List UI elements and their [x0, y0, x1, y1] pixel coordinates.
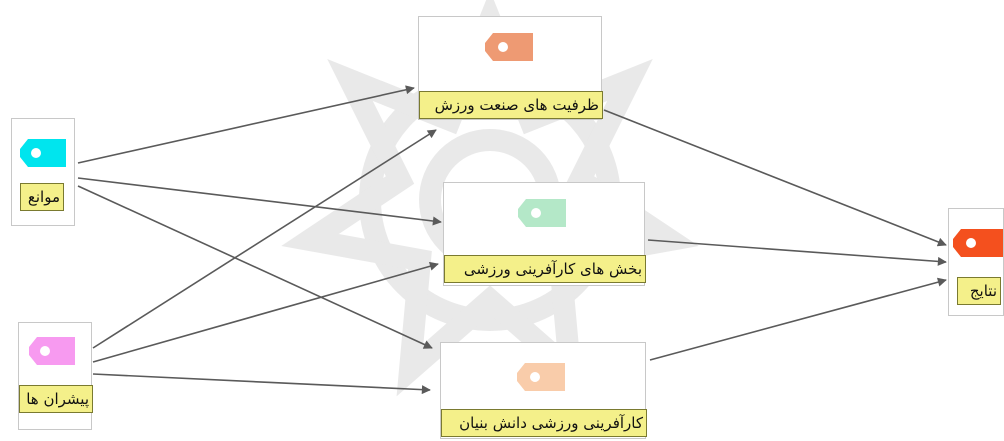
- tag-shape: [953, 229, 1003, 257]
- tag-icon: [517, 363, 565, 391]
- edge-pishran-to-zarfiat: [92, 129, 437, 349]
- tag-icon: [953, 229, 1003, 257]
- tag-shape: [20, 139, 66, 167]
- edge-pishran-to-bakhsh: [92, 261, 439, 363]
- node-danesh[interactable]: کارآفرینی ورزشی دانش بنیان: [440, 342, 647, 439]
- tag-icon: [20, 139, 66, 167]
- tag-icon: [29, 337, 75, 365]
- node-label: ظرفیت های صنعت ورزش: [419, 91, 603, 119]
- edge-mavane-to-zarfiat: [77, 85, 415, 164]
- node-zarfiat[interactable]: ظرفیت های صنعت ورزش: [418, 16, 603, 120]
- node-label: کارآفرینی ورزشی دانش بنیان: [441, 409, 647, 437]
- node-nataej[interactable]: نتایج: [948, 208, 1004, 316]
- node-mavane[interactable]: موانع: [11, 118, 75, 226]
- edge-danesh-to-nataej: [649, 277, 947, 361]
- tag-icon: [485, 33, 533, 61]
- edge-mavane-to-bakhsh: [77, 177, 442, 226]
- node-label: موانع: [20, 183, 64, 211]
- edge-mavane-to-danesh: [77, 185, 433, 349]
- edge-zarfiat-to-nataej: [603, 109, 947, 247]
- node-pishran[interactable]: پیشران ها: [18, 322, 93, 430]
- tag-icon: [518, 199, 566, 227]
- edge-bakhsh-to-nataej: [647, 239, 947, 266]
- tag-shape: [485, 33, 533, 61]
- node-label: بخش های کارآفرینی ورزشی: [444, 255, 646, 283]
- node-label: پیشران ها: [19, 385, 93, 413]
- tag-shape: [29, 337, 75, 365]
- node-label: نتایج: [957, 277, 1001, 305]
- tag-shape: [518, 199, 566, 227]
- node-bakhsh[interactable]: بخش های کارآفرینی ورزشی: [443, 182, 646, 286]
- edge-pishran-to-danesh: [92, 373, 431, 395]
- tag-shape: [517, 363, 565, 391]
